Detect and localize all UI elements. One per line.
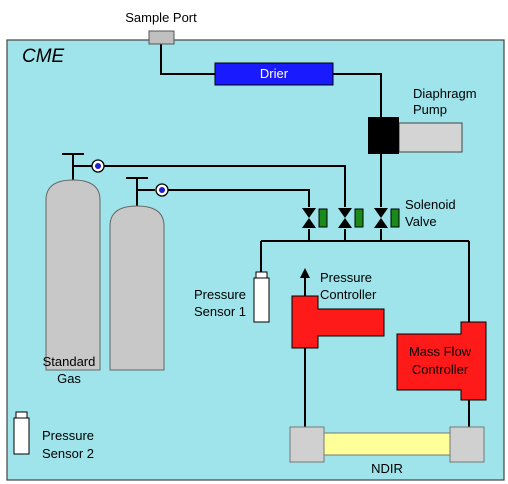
drier: [214, 62, 334, 86]
tube-gas2: [162, 189, 310, 207]
solenoid-valve-2: [338, 208, 364, 228]
pressure-sensor-2-label-line2: Sensor 2: [42, 446, 95, 461]
drier-label: Drier: [259, 66, 289, 81]
diaphragm-pump-label-line1: Diaphragm: [413, 86, 477, 101]
tube-drier-to-pump: [333, 73, 382, 117]
gas-cylinder-1: [45, 179, 101, 371]
pressure-sensor-1-label-line1: Pressure: [193, 287, 246, 302]
pressure-sensor-2: [13, 411, 30, 455]
vent-arrow-icon: [300, 268, 310, 278]
pressure-sensor-1: [253, 271, 270, 323]
ndir-cell-tube: [323, 432, 451, 456]
tube-gas1: [99, 165, 346, 207]
mass-flow-controller: [396, 321, 487, 401]
pressure-controller-label-line2: Controller: [320, 287, 377, 302]
sample-port: [148, 30, 175, 45]
standard-gas-label-line1: Standard: [42, 354, 96, 369]
diaphragm-pump-label-line2: Pump: [413, 102, 447, 117]
solenoid-valve-1: [302, 208, 328, 228]
diaphragm-pump-body: [398, 122, 463, 153]
ndir-left-end: [289, 426, 325, 463]
gas-cylinder-2: [109, 205, 165, 371]
solenoid-valve-label-line1: Solenoid: [405, 197, 456, 212]
ndir-right-end: [449, 426, 485, 463]
pressure-controller: [291, 295, 385, 349]
pressure-sensor-1-label-line2: Sensor 1: [193, 304, 246, 319]
pressure-sensor-2-label-line1: Pressure: [42, 428, 95, 443]
solenoid-valve-3: [374, 208, 400, 228]
mass-flow-controller-label-line1: Mass Flow: [408, 344, 472, 359]
diaphragm-pump-head: [368, 117, 399, 154]
ndir-label: NDIR: [371, 461, 403, 476]
solenoid-valve-label-line2: Valve: [405, 214, 437, 229]
pressure-controller-label-line1: Pressure: [320, 270, 373, 285]
diagram-title: CME: [22, 46, 65, 67]
sample-port-label: Sample Port: [125, 10, 197, 25]
tubing: [62, 44, 470, 428]
mass-flow-controller-label-line2: Controller: [411, 362, 469, 377]
tube-port-to-drier: [160, 44, 215, 75]
standard-gas-label-line2: Gas: [57, 371, 81, 386]
